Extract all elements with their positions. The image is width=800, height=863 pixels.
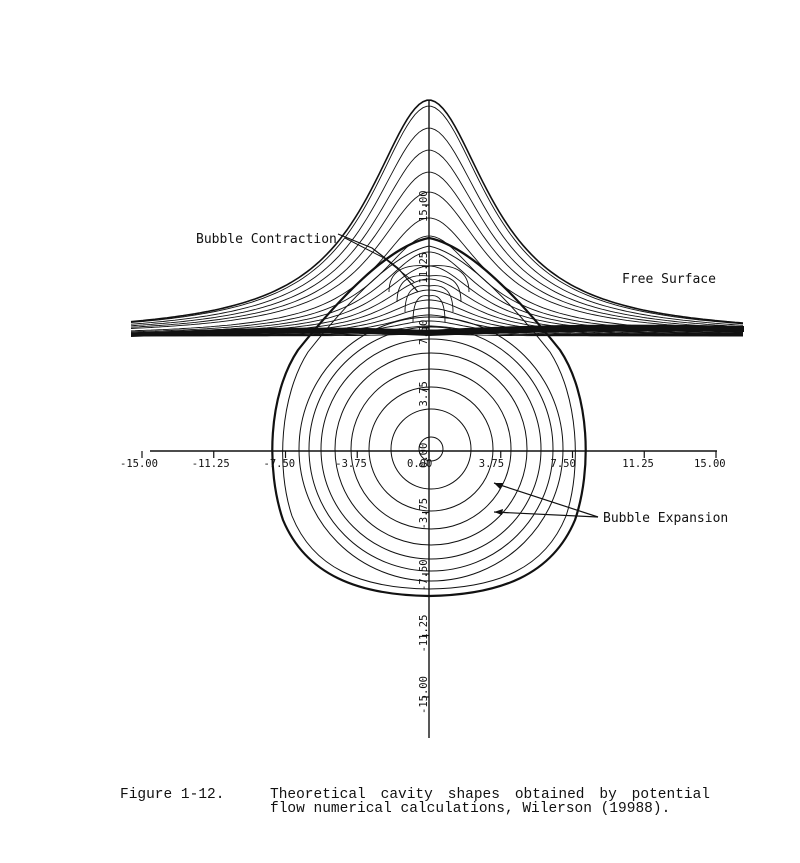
x-tick-label: 7.50 bbox=[551, 458, 576, 470]
bubble-contour bbox=[390, 408, 472, 490]
y-tick-label: 11.25 bbox=[418, 252, 430, 284]
free-surface-curves bbox=[130, 99, 744, 337]
caption-text: Theoretical cavity shapes obtained by po… bbox=[270, 787, 710, 817]
bubble-contour bbox=[320, 338, 542, 560]
bubble-contraction-arrow bbox=[337, 233, 419, 293]
free-surface-curve bbox=[130, 191, 744, 330]
bubble-contraction-label: Bubble Contraction bbox=[196, 232, 337, 247]
cavity-shapes-figure: -15.00 -11.25 -7.50 -3.75 0.00 3.75 7.50 11.25 1… bbox=[120, 99, 744, 738]
free-surface-curve bbox=[130, 149, 744, 328]
bubble-expansion-arrow-1 bbox=[493, 482, 599, 518]
y-tick-label: 7.50 bbox=[418, 320, 430, 345]
free-surface-curve bbox=[130, 105, 744, 325]
x-tick-label: -11.25 bbox=[192, 458, 230, 470]
free-surface-curve bbox=[131, 307, 743, 336]
y-tick-label: -3.75 bbox=[418, 498, 430, 530]
y-axis-ticks: -15.00 -11.25 -7.50 -3.75 0.00 3.75 7.50 11.25 1… bbox=[418, 190, 430, 714]
free-surface-label: Free Surface bbox=[622, 272, 716, 287]
y-tick-label: 0.00 bbox=[418, 443, 430, 468]
free-surface-curve bbox=[131, 314, 744, 336]
caption-label: Figure 1-12. bbox=[120, 787, 225, 803]
y-tick-label: -15.00 bbox=[418, 676, 430, 714]
free-surface-curve bbox=[130, 99, 744, 324]
bubble-contour bbox=[334, 352, 528, 546]
y-tick-label: 15.00 bbox=[418, 190, 430, 222]
bubble-expansion-arrow-2 bbox=[493, 511, 599, 518]
bubble-contour bbox=[350, 368, 512, 530]
x-tick-label: 11.25 bbox=[622, 458, 654, 470]
bubble-contraction-arrow-2 bbox=[344, 237, 415, 283]
x-tick-label: -7.50 bbox=[264, 458, 296, 470]
bubble-contour bbox=[298, 316, 564, 582]
free-surface-edge bbox=[131, 324, 744, 337]
y-tick-label: -7.50 bbox=[418, 559, 430, 591]
x-tick-label: 0.00 bbox=[407, 458, 432, 470]
x-tick-label: -3.75 bbox=[335, 458, 367, 470]
y-tick-label: -11.25 bbox=[418, 615, 430, 653]
bubble-expansion-label: Bubble Expansion bbox=[603, 511, 728, 526]
x-tick-label: 15.00 bbox=[694, 458, 726, 470]
arrowhead-1 bbox=[494, 483, 503, 489]
bubble-contour bbox=[308, 326, 554, 572]
y-tick-label: 3.75 bbox=[418, 381, 430, 406]
arrowhead-2 bbox=[494, 509, 503, 515]
free-surface-curve bbox=[130, 171, 744, 329]
free-surface-curve bbox=[130, 127, 744, 326]
x-axis-ticks: -15.00 -11.25 -7.50 -3.75 0.00 3.75 7.50 11.25 1… bbox=[120, 451, 726, 470]
x-tick-label: -15.00 bbox=[120, 458, 158, 470]
bubble-contour bbox=[418, 436, 444, 462]
x-tick-label: 3.75 bbox=[479, 458, 504, 470]
bubble-contour bbox=[368, 386, 494, 512]
